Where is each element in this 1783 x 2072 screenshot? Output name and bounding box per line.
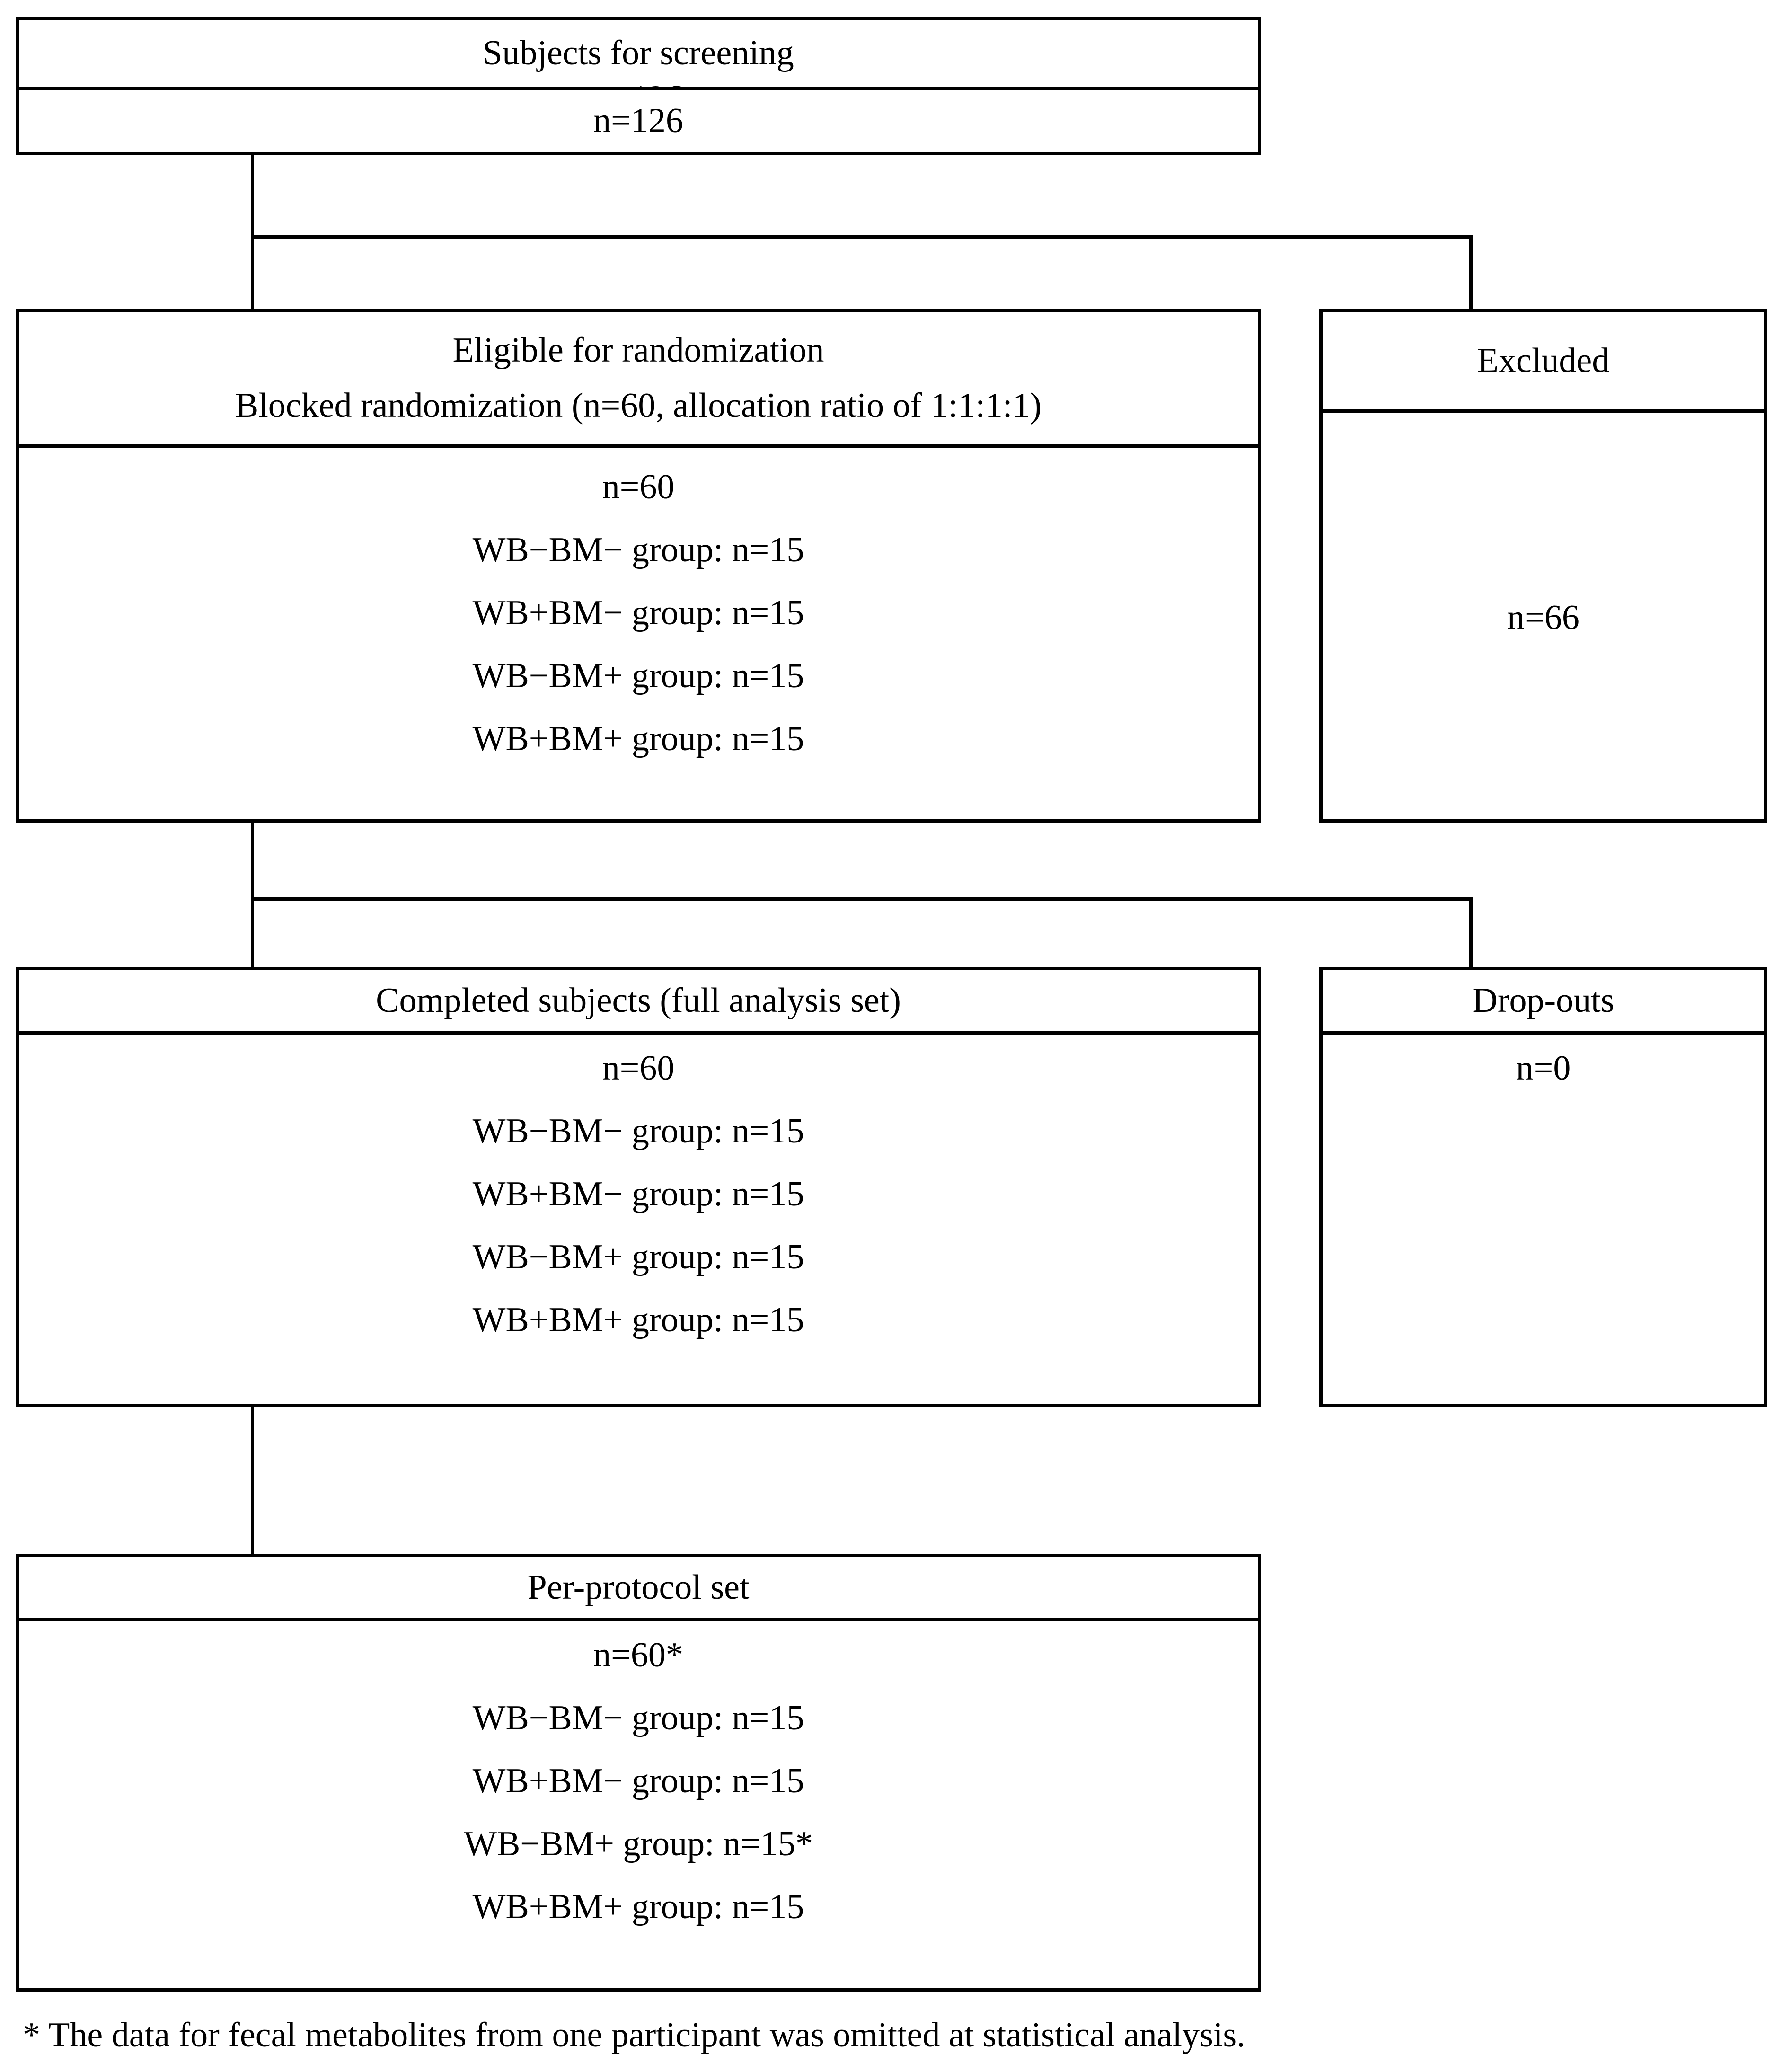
- dropouts-box-header: Drop-outs: [1323, 970, 1764, 1035]
- connector-branch-1: [251, 235, 1473, 239]
- perprotocol-group-3: WB−BM+ group: n=15*: [464, 1824, 813, 1863]
- connector-branch-2: [251, 897, 1473, 901]
- perprotocol-box-header: Per-protocol set: [19, 1557, 1258, 1621]
- eligible-title-line1: Eligible for randomization: [452, 331, 824, 370]
- connector-stem-1: [251, 155, 254, 237]
- screening-title: Subjects for screening: [483, 34, 794, 73]
- footnote-text: * The data for fecal metabolites from on…: [23, 2016, 1245, 2054]
- completed-group-1: WB−BM− group: n=15: [472, 1111, 804, 1151]
- eligible-group-3: WB−BM+ group: n=15: [472, 656, 804, 695]
- perprotocol-group-2: WB+BM− group: n=15: [472, 1761, 804, 1800]
- completed-box: Completed subjects (full analysis set) n…: [16, 967, 1261, 1407]
- completed-box-body: n=60 WB−BM− group: n=15 WB+BM− group: n=…: [19, 1035, 1258, 1407]
- perprotocol-title: Per-protocol set: [527, 1568, 750, 1607]
- excluded-box: Excluded n=66: [1319, 309, 1767, 823]
- eligible-box: Eligible for randomization Blocked rando…: [16, 309, 1261, 823]
- eligible-count: n=60: [602, 468, 675, 506]
- eligible-box-body: n=60 WB−BM− group: n=15 WB+BM− group: n=…: [19, 448, 1258, 823]
- completed-title: Completed subjects (full analysis set): [376, 981, 901, 1020]
- dropouts-count: n=0: [1516, 1049, 1571, 1088]
- connector-down-left-1: [251, 235, 254, 311]
- perprotocol-group-4: WB+BM+ group: n=15: [472, 1887, 804, 1926]
- connector-down-right-1: [1469, 235, 1473, 311]
- screening-count-text: n=126: [593, 101, 683, 141]
- completed-group-4: WB+BM+ group: n=15: [472, 1300, 804, 1339]
- completed-group-3: WB−BM+ group: n=15: [472, 1237, 804, 1276]
- eligible-group-4: WB+BM+ group: n=15: [472, 719, 804, 758]
- eligible-title-line2: Blocked randomization (n=60, allocation …: [235, 386, 1042, 425]
- excluded-box-header: Excluded: [1323, 312, 1764, 413]
- completed-group-2: WB+BM− group: n=15: [472, 1174, 804, 1213]
- completed-count: n=60: [602, 1049, 675, 1088]
- perprotocol-group-1: WB−BM− group: n=15: [472, 1698, 804, 1737]
- dropouts-box: Drop-outs n=0: [1319, 967, 1767, 1407]
- screening-count-wrap: n=126: [19, 90, 1258, 152]
- completed-box-header: Completed subjects (full analysis set): [19, 970, 1258, 1035]
- eligible-box-header: Eligible for randomization Blocked rando…: [19, 312, 1258, 448]
- screening-count-cell: n=126: [16, 87, 1261, 155]
- eligible-group-1: WB−BM− group: n=15: [472, 530, 804, 569]
- dropouts-box-body: n=0: [1323, 1035, 1764, 1407]
- connector-stem-2: [251, 823, 254, 901]
- excluded-box-body: n=66: [1323, 413, 1764, 823]
- connector-down-right-2: [1469, 897, 1473, 968]
- connector-down-left-2: [251, 897, 254, 968]
- eligible-group-2: WB+BM− group: n=15: [472, 593, 804, 632]
- excluded-count: n=66: [1507, 598, 1580, 637]
- perprotocol-count: n=60*: [593, 1636, 683, 1674]
- excluded-title: Excluded: [1477, 341, 1610, 380]
- perprotocol-box: Per-protocol set n=60* WB−BM− group: n=1…: [16, 1554, 1261, 1992]
- dropouts-title: Drop-outs: [1472, 981, 1615, 1020]
- perprotocol-box-body: n=60* WB−BM− group: n=15 WB+BM− group: n…: [19, 1621, 1258, 1992]
- connector-stem-3: [251, 1407, 254, 1555]
